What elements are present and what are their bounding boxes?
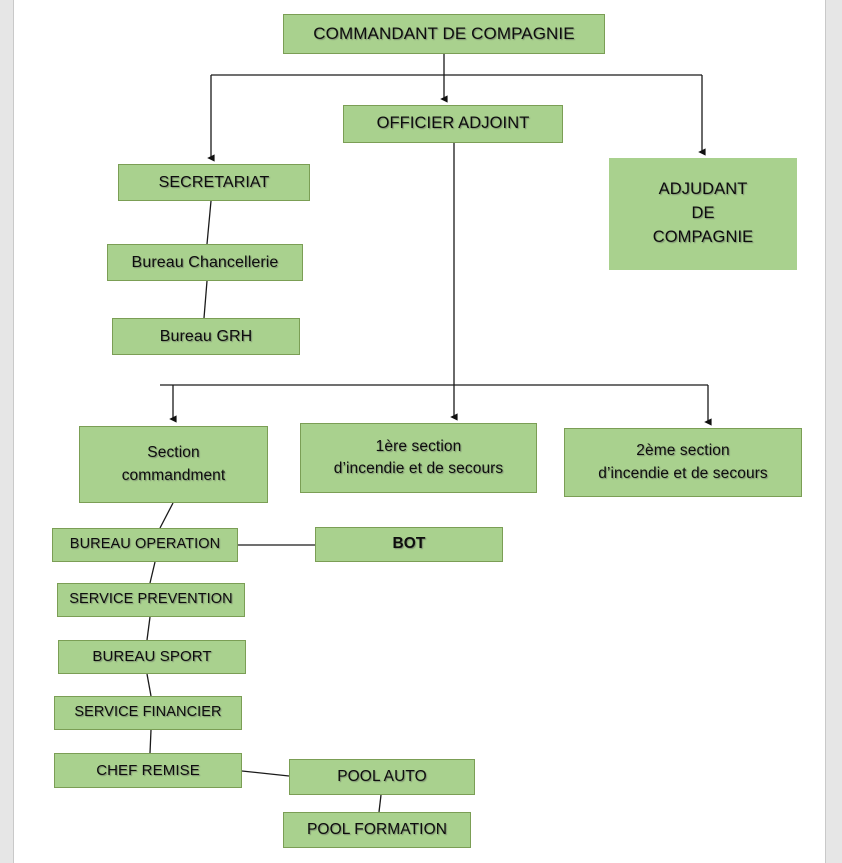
node-label: Bureau GRH xyxy=(159,327,253,345)
node-chef-remise[interactable]: CHEF REMISE xyxy=(54,753,242,788)
node-label: BOT xyxy=(392,535,426,553)
node-label: BUREAU OPERATION xyxy=(69,536,221,553)
page-gutter-right xyxy=(825,0,842,863)
node-pool-formation[interactable]: POOL FORMATION xyxy=(283,812,471,848)
node-label: COMMANDANT DE COMPAGNIE xyxy=(313,23,575,43)
node-label: POOL AUTO xyxy=(337,767,427,785)
edge-secretariat-chancellerie xyxy=(206,200,212,245)
node-label: Bureau Chancellerie xyxy=(131,253,279,271)
node-label-line3: COMPAGNIE xyxy=(652,227,754,246)
node-1ere-section-incendie-secours[interactable]: 1ère section d’incendie et de secours xyxy=(300,423,537,493)
org-chart-canvas: COMMANDANT DE COMPAGNIE OFFICIER ADJOINT… xyxy=(14,0,825,863)
node-label: SERVICE PREVENTION xyxy=(69,591,233,608)
node-bot[interactable]: BOT xyxy=(315,527,503,562)
node-bureau-chancellerie[interactable]: Bureau Chancellerie xyxy=(107,244,303,281)
node-service-prevention[interactable]: SERVICE PREVENTION xyxy=(57,583,245,617)
node-label: SERVICE FINANCIER xyxy=(74,704,222,721)
edge-prevention-sport xyxy=(146,616,151,641)
page-gutter-left xyxy=(0,0,14,863)
node-label-line2: commandment xyxy=(121,466,226,484)
node-bureau-grh[interactable]: Bureau GRH xyxy=(112,318,300,355)
node-pool-auto[interactable]: POOL AUTO xyxy=(289,759,475,795)
edge-bureauop-prevention xyxy=(149,561,156,584)
node-label: BUREAU SPORT xyxy=(92,648,212,666)
node-label-line2: d’incendie et de secours xyxy=(333,460,504,477)
node-secretariat[interactable]: SECRETARIAT xyxy=(118,164,310,201)
edge-sectioncmd-bureauop xyxy=(159,502,174,529)
node-label-line2: DE xyxy=(691,204,715,223)
node-bureau-operation[interactable]: BUREAU OPERATION xyxy=(52,528,238,562)
node-bureau-sport[interactable]: BUREAU SPORT xyxy=(58,640,246,674)
node-adjudant-de-compagnie[interactable]: ADJUDANT DE COMPAGNIE xyxy=(609,158,797,270)
node-service-financier[interactable]: SERVICE FINANCIER xyxy=(54,696,242,730)
node-label-line1: 1ère section xyxy=(375,437,462,455)
node-commandant-de-compagnie[interactable]: COMMANDANT DE COMPAGNIE xyxy=(283,14,605,54)
node-label: POOL FORMATION xyxy=(306,820,448,838)
edge-financier-chefremise xyxy=(149,729,152,754)
node-2eme-section-incendie-secours[interactable]: 2ème section d’incendie et de secours xyxy=(564,428,802,497)
edge-chefremise-poolauto xyxy=(241,770,290,777)
edge-sport-financier xyxy=(146,673,152,697)
node-label-line1: 2ème section xyxy=(636,442,730,460)
edge-chancellerie-grh xyxy=(203,280,208,319)
node-label: CHEF REMISE xyxy=(96,761,200,779)
edge-poolauto-poolform xyxy=(378,794,382,813)
node-label: SECRETARIAT xyxy=(158,173,270,191)
node-label-line2: d’incendie et de secours xyxy=(598,464,768,482)
node-section-commandment[interactable]: Section commandment xyxy=(79,426,268,503)
node-officier-adjoint[interactable]: OFFICIER ADJOINT xyxy=(343,105,563,143)
node-label: OFFICIER ADJOINT xyxy=(376,114,530,133)
node-label-line1: Section xyxy=(147,444,200,462)
connector-layer xyxy=(146,54,712,813)
node-label-line1: ADJUDANT xyxy=(658,180,748,199)
